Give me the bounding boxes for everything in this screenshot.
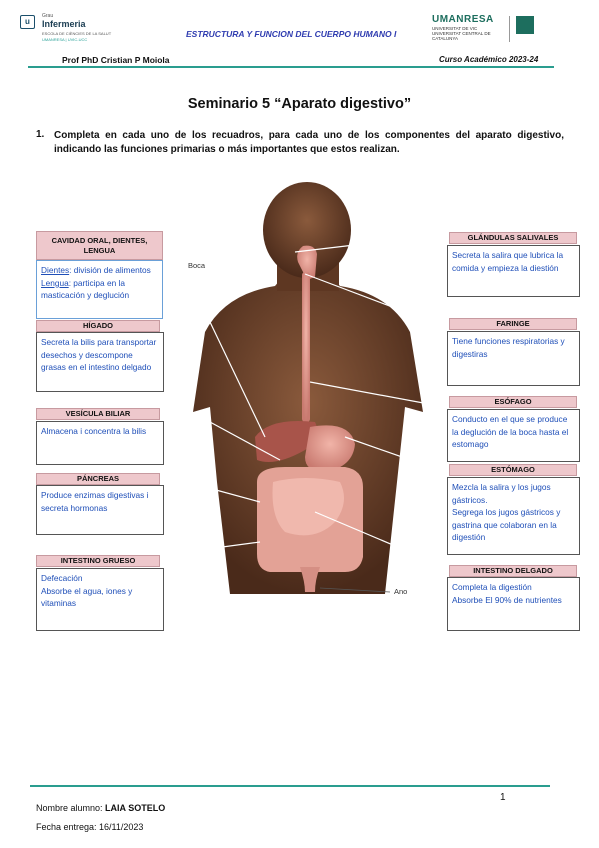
label-grueso-title: INTESTINO GRUESO [36,555,160,567]
university-logo: u Grau Infermeria ESCOLA DE CIÈNCIES DE … [20,13,170,47]
answer-faringe: Tiene funciones respiratorias y digestir… [447,331,580,386]
label-faringe-title: FARINGE [449,318,577,330]
logo-line1: Grau [42,13,54,19]
label-glandulas-title: GLÁNDULAS SALIVALES [449,232,577,244]
lengua-key: Lengua [41,277,69,288]
building-icon [516,16,534,34]
question-number: 1. [36,129,45,140]
header-course-title: ESTRUCTURA Y FUNCION DEL CUERPO HUMANO I [186,29,397,39]
callout-line [184,541,261,553]
logo-line4: UMANRESA | UVIC-UCC [42,37,88,42]
answer-grueso: Defecación Absorbe el agua, iones y vita… [36,568,164,631]
label-delgado-title: INTESTINO DELGADO [449,565,577,577]
callout-line [209,321,266,438]
student-name-value: LAIA SOTELO [105,803,166,813]
label-esofago-title: ESÓFAGO [449,396,577,408]
label-cavidad-title: CAVIDAD ORAL, DIENTES, LENGUA [36,231,163,260]
callout-line [304,273,446,328]
logo-name: Infermeria [42,19,86,29]
student-name-label: Nombre alumno: [36,803,106,813]
boca-label: Boca [188,261,206,270]
callout-line [171,251,271,268]
dientes-value: : división de alimentos [69,265,151,275]
answer-delgado: Completa la digestión Absorbe El 90% de … [447,577,580,631]
callout-line [209,421,281,461]
manresa-name: UMANRESA [432,14,494,25]
professor-name: Prof PhD Cristian P Moiola [62,55,170,65]
lengua-value: : participa en la masticación y deglució… [41,277,130,301]
answer-estomago: Mezcla la salira y los jugos gástricos. … [447,477,580,555]
callout-line-ano [319,587,391,593]
label-pancreas-title: PÁNCREAS [36,473,160,485]
logo-separator [509,16,510,42]
delivery-date: Fecha entrega: 16/11/2023 [36,822,144,832]
answer-esofago: Conducto en el que se produce la degluci… [447,409,580,462]
ano-label: Ano [394,587,408,596]
label-estomago-title: ESTÓMAGO [449,464,577,476]
logo-mark-icon: u [20,15,35,29]
course-year: Curso Académico 2023-24 [439,55,539,64]
manresa-logo: UMANRESA UNIVERSITAT DE VIC UNIVERSITAT … [432,14,552,48]
student-name: Nombre alumno: LAIA SOTELO [36,803,165,813]
answer-cavidad: Dientes: división de alimentos Lengua: p… [36,260,163,319]
answer-glandulas: Secreta la salira que lubrica la comida … [447,245,580,297]
logo-line3: ESCOLA DE CIÈNCIES DE LA SALUT [42,31,112,36]
document-title: Seminario 5 “Aparato digestivo” [187,96,412,112]
callout-line [309,381,446,408]
callout-line [344,436,446,473]
footer-divider [30,785,550,787]
page-number: 1 [500,792,506,803]
callout-line [314,511,446,568]
header-divider [28,66,554,68]
question-text: Completa en cada uno de los recuadros, p… [54,130,564,155]
label-vesicula-title: VESÍCULA BILIAR [36,408,160,420]
dientes-key: Dientes [41,265,70,275]
answer-pancreas: Produce enzimas digestivas i secreta hor… [36,485,164,535]
answer-higado: Secreta la bilis para transportar desech… [36,332,164,392]
answer-vesicula: Almacena i concentra la bilis [36,421,164,465]
callout-line [294,241,381,253]
manresa-subtitle: UNIVERSITAT DE VIC UNIVERSITAT CENTRAL D… [432,26,491,41]
digestive-system-figure [171,182,446,594]
callout-line [204,486,261,503]
label-higado-title: HÍGADO [36,320,160,332]
